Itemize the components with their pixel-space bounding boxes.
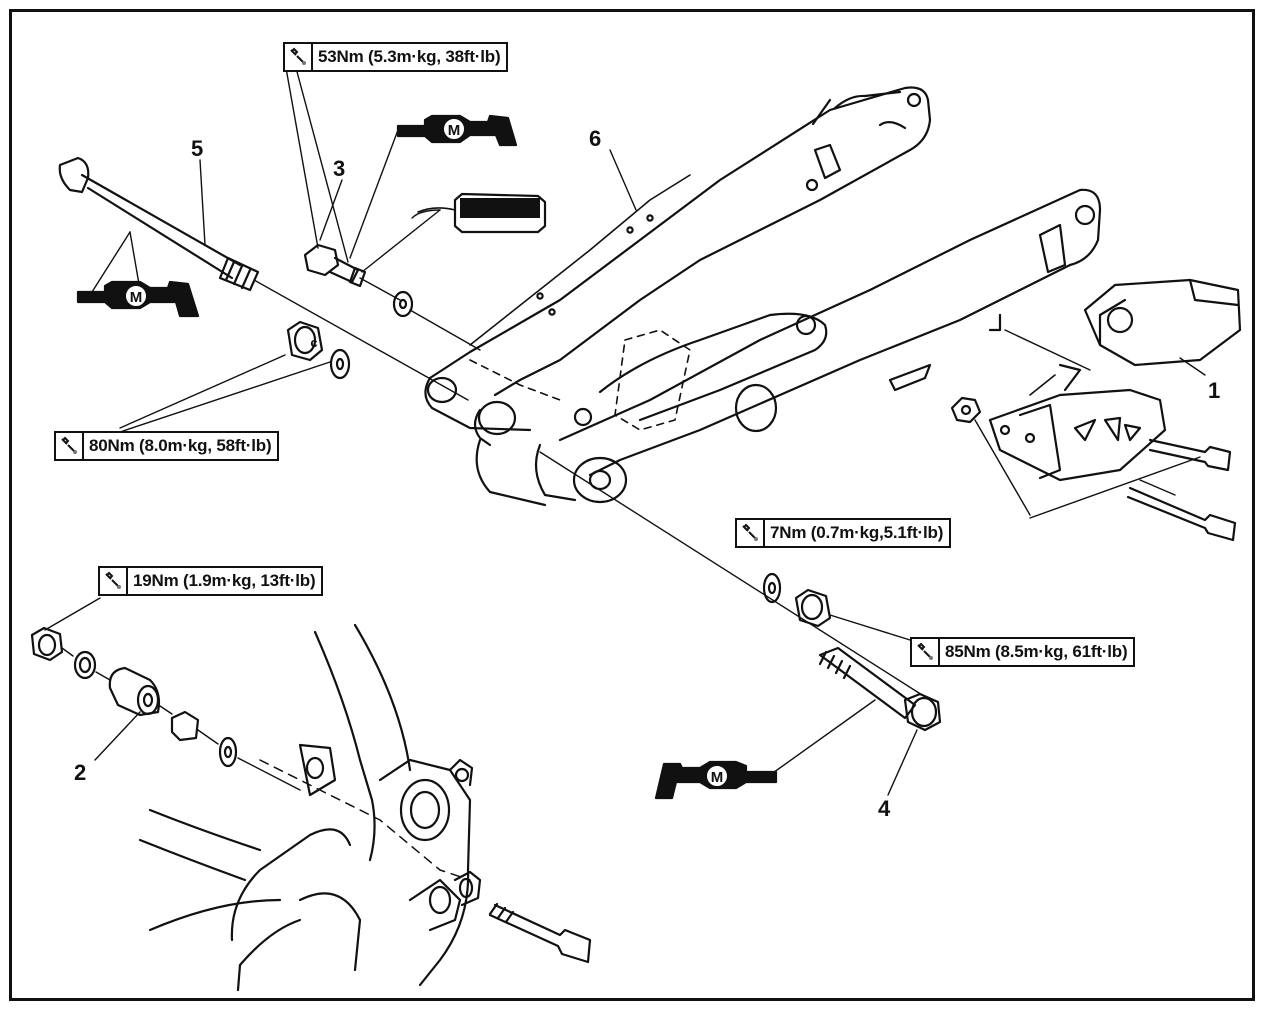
torque-text: 7Nm (0.7m·kg,5.1ft·lb) <box>770 523 944 542</box>
grease-gun-icon: M <box>654 760 778 800</box>
spacer-marker: c <box>310 335 317 350</box>
torque-label-53nm: 53Nm (5.3m·kg, 38ft·lb) <box>283 42 509 72</box>
wrench-icon <box>912 639 940 665</box>
grease-symbol-letter: M <box>448 122 461 139</box>
callout-3: 3 <box>333 156 346 181</box>
torque-text: 53Nm (5.3m·kg, 38ft·lb) <box>318 47 501 66</box>
grease-symbol-letter: M <box>711 769 724 786</box>
torque-text: 19Nm (1.9m·kg, 13ft·lb) <box>133 571 316 590</box>
callout-4: 4 <box>878 796 891 821</box>
engine-mount-collar-set <box>30 626 301 791</box>
callout-2: 2 <box>74 760 87 785</box>
torque-text: 85Nm (8.5m·kg, 61ft·lb) <box>945 642 1128 661</box>
bolt-3 <box>303 243 481 351</box>
wrench-icon <box>737 520 765 546</box>
torque-label-85nm: 85Nm (8.5m·kg, 61ft·lb) <box>910 637 1136 667</box>
wrench-icon <box>100 568 128 594</box>
shaft-nut-and-washers <box>286 320 832 628</box>
wrench-icon <box>285 44 313 70</box>
spacer-letter: c <box>310 335 317 350</box>
callout-6: 6 <box>589 126 602 151</box>
chain-guide <box>988 278 1242 482</box>
torque-label-7nm: 7Nm (0.7m·kg,5.1ft·lb) <box>735 518 952 548</box>
callout-1: 1 <box>1208 378 1221 403</box>
diagram-frame <box>9 9 1255 1001</box>
torque-label-19nm: 19Nm (1.9m·kg, 13ft·lb) <box>98 566 324 596</box>
grease-symbol-letter: M <box>130 289 143 306</box>
grease-gun-icon: M <box>396 114 518 147</box>
torque-label-80nm: 80Nm (8.0m·kg, 58ft·lb) <box>54 431 280 461</box>
bolt-4 <box>818 646 942 732</box>
swingarm <box>424 86 1102 507</box>
chain-guide-bolts <box>950 396 1237 542</box>
leader-lines <box>44 67 1206 796</box>
pivot-shaft <box>58 156 931 701</box>
frame-pivot <box>138 623 592 992</box>
wrench-icon <box>56 433 84 459</box>
threadlock-icon <box>417 192 547 234</box>
torque-text: 80Nm (8.0m·kg, 58ft·lb) <box>89 436 272 455</box>
grease-gun-icon: M <box>76 280 200 318</box>
callout-5: 5 <box>191 136 204 161</box>
